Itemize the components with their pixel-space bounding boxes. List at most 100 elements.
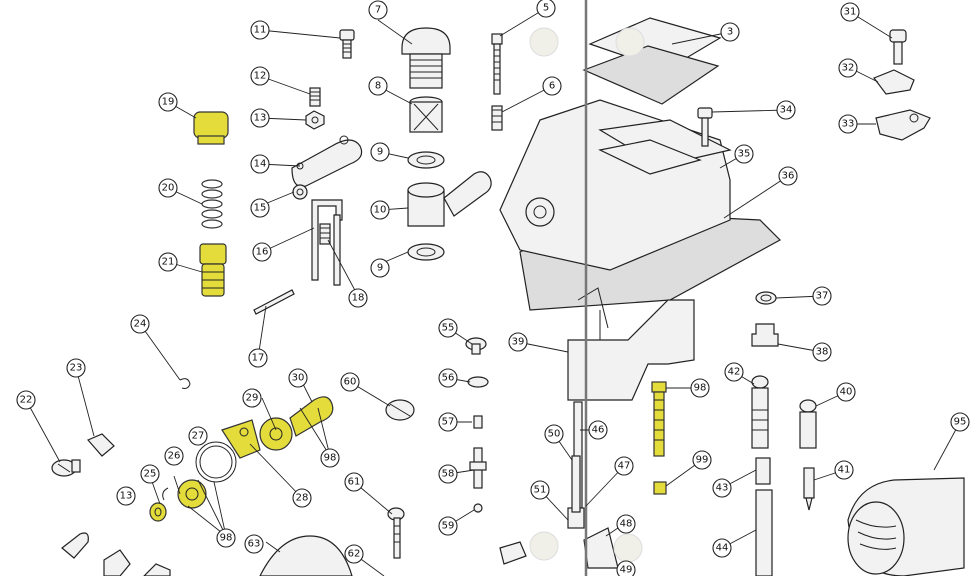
svg-text:42: 42 <box>728 367 741 378</box>
svg-text:46: 46 <box>592 425 605 436</box>
callout-12: 12 <box>250 66 270 86</box>
svg-text:62: 62 <box>348 549 361 560</box>
part-10-banjo <box>407 171 492 227</box>
svg-text:60: 60 <box>344 377 357 388</box>
svg-text:37: 37 <box>816 291 829 302</box>
svg-text:30: 30 <box>292 373 305 384</box>
part-28-lever <box>221 419 261 459</box>
svg-text:31: 31 <box>844 7 857 18</box>
callout-8: 8 <box>368 76 388 96</box>
part-24-clip <box>179 378 191 389</box>
svg-text:50: 50 <box>548 429 561 440</box>
svg-text:34: 34 <box>780 105 793 116</box>
part-23-fitting <box>87 433 115 457</box>
callout-26: 26 <box>164 446 184 466</box>
svg-text:98: 98 <box>324 453 337 464</box>
svg-text:22: 22 <box>20 395 33 406</box>
svg-text:17: 17 <box>252 353 265 364</box>
parts-layer <box>51 17 965 576</box>
callout-61: 61 <box>344 472 364 492</box>
svg-text:28: 28 <box>296 493 309 504</box>
part-3-cover <box>582 17 722 105</box>
part-39-float <box>567 287 695 401</box>
callout-24: 24 <box>130 314 150 334</box>
callout-31: 31 <box>840 2 860 22</box>
part-55-screw <box>465 337 487 355</box>
part-carburetor-body <box>499 99 781 311</box>
svg-text:48: 48 <box>620 519 633 530</box>
part-32-bracket <box>873 69 915 95</box>
svg-text:3: 3 <box>727 27 733 38</box>
callout-98-lower-left: 98 <box>216 528 236 548</box>
part-42-jet <box>751 375 769 449</box>
callout-62: 62 <box>344 544 364 564</box>
part-12-spring <box>309 87 321 107</box>
part-60-plug <box>385 399 415 421</box>
callout-9-bottom: 9 <box>370 258 390 278</box>
svg-text:41: 41 <box>838 465 851 476</box>
callout-38: 38 <box>812 342 832 362</box>
callout-50: 50 <box>544 424 564 444</box>
callout-18: 18 <box>348 288 368 308</box>
svg-text:15: 15 <box>254 203 267 214</box>
part-9-washer-top <box>407 151 445 169</box>
part-14-lever-plate <box>291 135 363 188</box>
svg-text:18: 18 <box>352 293 365 304</box>
callout-36: 36 <box>778 166 798 186</box>
callout-63: 63 <box>244 534 264 554</box>
part-9-washer-bottom <box>407 243 445 261</box>
callout-20: 20 <box>158 178 178 198</box>
part-95-drum <box>847 477 965 576</box>
svg-text:25: 25 <box>144 469 157 480</box>
callout-98-center: 98 <box>320 448 340 468</box>
lens-highlights <box>529 27 645 563</box>
part-13-washer-yellow <box>149 502 167 522</box>
part-59-ball <box>473 503 483 513</box>
callout-47: 47 <box>614 456 634 476</box>
callout-35: 35 <box>734 144 754 164</box>
svg-text:7: 7 <box>375 5 381 16</box>
callout-98-jet: 98 <box>690 378 710 398</box>
callout-14: 14 <box>250 154 270 174</box>
svg-text:20: 20 <box>162 183 175 194</box>
svg-text:38: 38 <box>816 347 829 358</box>
svg-text:49: 49 <box>620 565 633 576</box>
svg-text:23: 23 <box>70 363 83 374</box>
svg-text:13: 13 <box>254 113 267 124</box>
part-99-plug-yellow <box>653 481 667 495</box>
svg-text:39: 39 <box>512 337 525 348</box>
callout-30: 30 <box>288 368 308 388</box>
part-37-ring <box>755 291 777 305</box>
svg-text:63: 63 <box>248 539 261 550</box>
part-30-shaft <box>289 396 334 437</box>
svg-text:57: 57 <box>442 417 455 428</box>
callout-41: 41 <box>834 460 854 480</box>
svg-text:21: 21 <box>162 257 175 268</box>
svg-text:44: 44 <box>716 543 729 554</box>
part-5-screw <box>491 33 503 95</box>
part-13-nut <box>305 110 325 130</box>
svg-text:11: 11 <box>254 25 267 36</box>
callout-15: 15 <box>250 198 270 218</box>
svg-text:43: 43 <box>716 483 729 494</box>
svg-text:9: 9 <box>377 147 383 158</box>
svg-text:10: 10 <box>374 205 387 216</box>
svg-text:19: 19 <box>162 97 175 108</box>
callout-28: 28 <box>292 488 312 508</box>
part-34-screw <box>697 107 713 147</box>
callout-51: 51 <box>530 480 550 500</box>
part-bottom-center-fittings <box>499 527 619 569</box>
callout-48: 48 <box>616 514 636 534</box>
part-19-cap <box>193 111 229 145</box>
callout-22: 22 <box>16 390 36 410</box>
part-50-rod <box>571 455 581 513</box>
callout-57: 57 <box>438 412 458 432</box>
svg-text:98: 98 <box>220 533 233 544</box>
svg-text:58: 58 <box>442 469 455 480</box>
svg-text:40: 40 <box>840 387 853 398</box>
svg-text:8: 8 <box>375 81 381 92</box>
part-18-spring <box>319 223 331 245</box>
svg-text:99: 99 <box>696 455 709 466</box>
part-bottom-left-items <box>61 532 171 576</box>
svg-text:56: 56 <box>442 373 455 384</box>
